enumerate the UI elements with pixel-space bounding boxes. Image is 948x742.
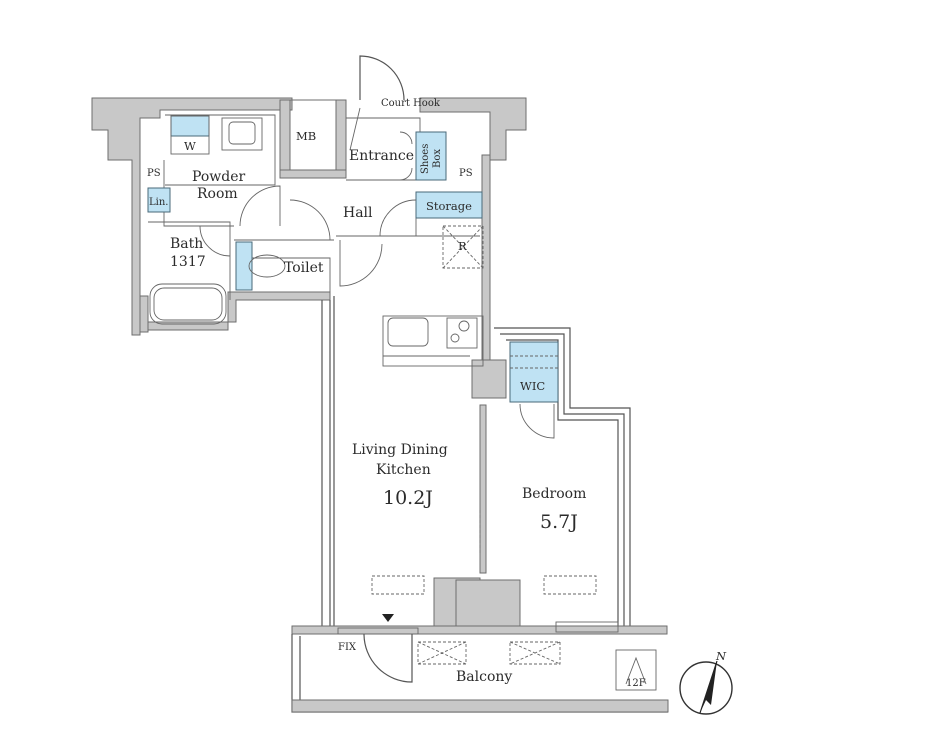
compass-ring [679, 661, 733, 715]
washer-tray [170, 115, 210, 137]
entrance-label: Entrance [349, 148, 414, 164]
floor-label: 12F [626, 678, 646, 689]
balcony-label: Balcony [456, 669, 512, 685]
wic-label: WIC [520, 379, 545, 393]
ps-left-label: PS [147, 168, 161, 179]
compass: N [679, 649, 733, 715]
fix-label: FIX [338, 642, 357, 653]
entry-marker [382, 614, 394, 622]
ldk-area-label: 10.2J [383, 487, 433, 509]
shoes-box-label-1: Shoes [420, 144, 431, 174]
fixtures [147, 115, 657, 691]
ldk-label-1: Living Dining [352, 442, 448, 458]
toilet-label: Toilet [284, 260, 324, 276]
walls [91, 97, 669, 713]
compass-north-label: N [715, 649, 727, 663]
bedroom-area-label: 5.7J [540, 511, 578, 533]
bath-label: Bath [170, 236, 203, 252]
ps-right-label: PS [459, 168, 473, 179]
powder-room-label-1: Powder [192, 169, 246, 185]
hall-label: Hall [343, 205, 373, 221]
refrigerator-label: R [458, 239, 467, 253]
ldk-label-2: Kitchen [376, 462, 431, 478]
washer-label: W [184, 139, 196, 153]
shoes-box-label-2: Box [432, 149, 443, 168]
linen-label: Lin. [149, 197, 168, 208]
court-hook-label: Court Hook [381, 98, 441, 109]
bath-size-label: 1317 [170, 254, 206, 270]
labels: Court Hook MB Entrance Shoes Box PS PS W… [147, 98, 646, 689]
mb-label: MB [296, 129, 316, 143]
bedroom-label: Bedroom [522, 486, 586, 502]
doors [199, 55, 555, 683]
storage-label: Storage [426, 199, 472, 213]
powder-room-label-2: Room [197, 186, 238, 202]
